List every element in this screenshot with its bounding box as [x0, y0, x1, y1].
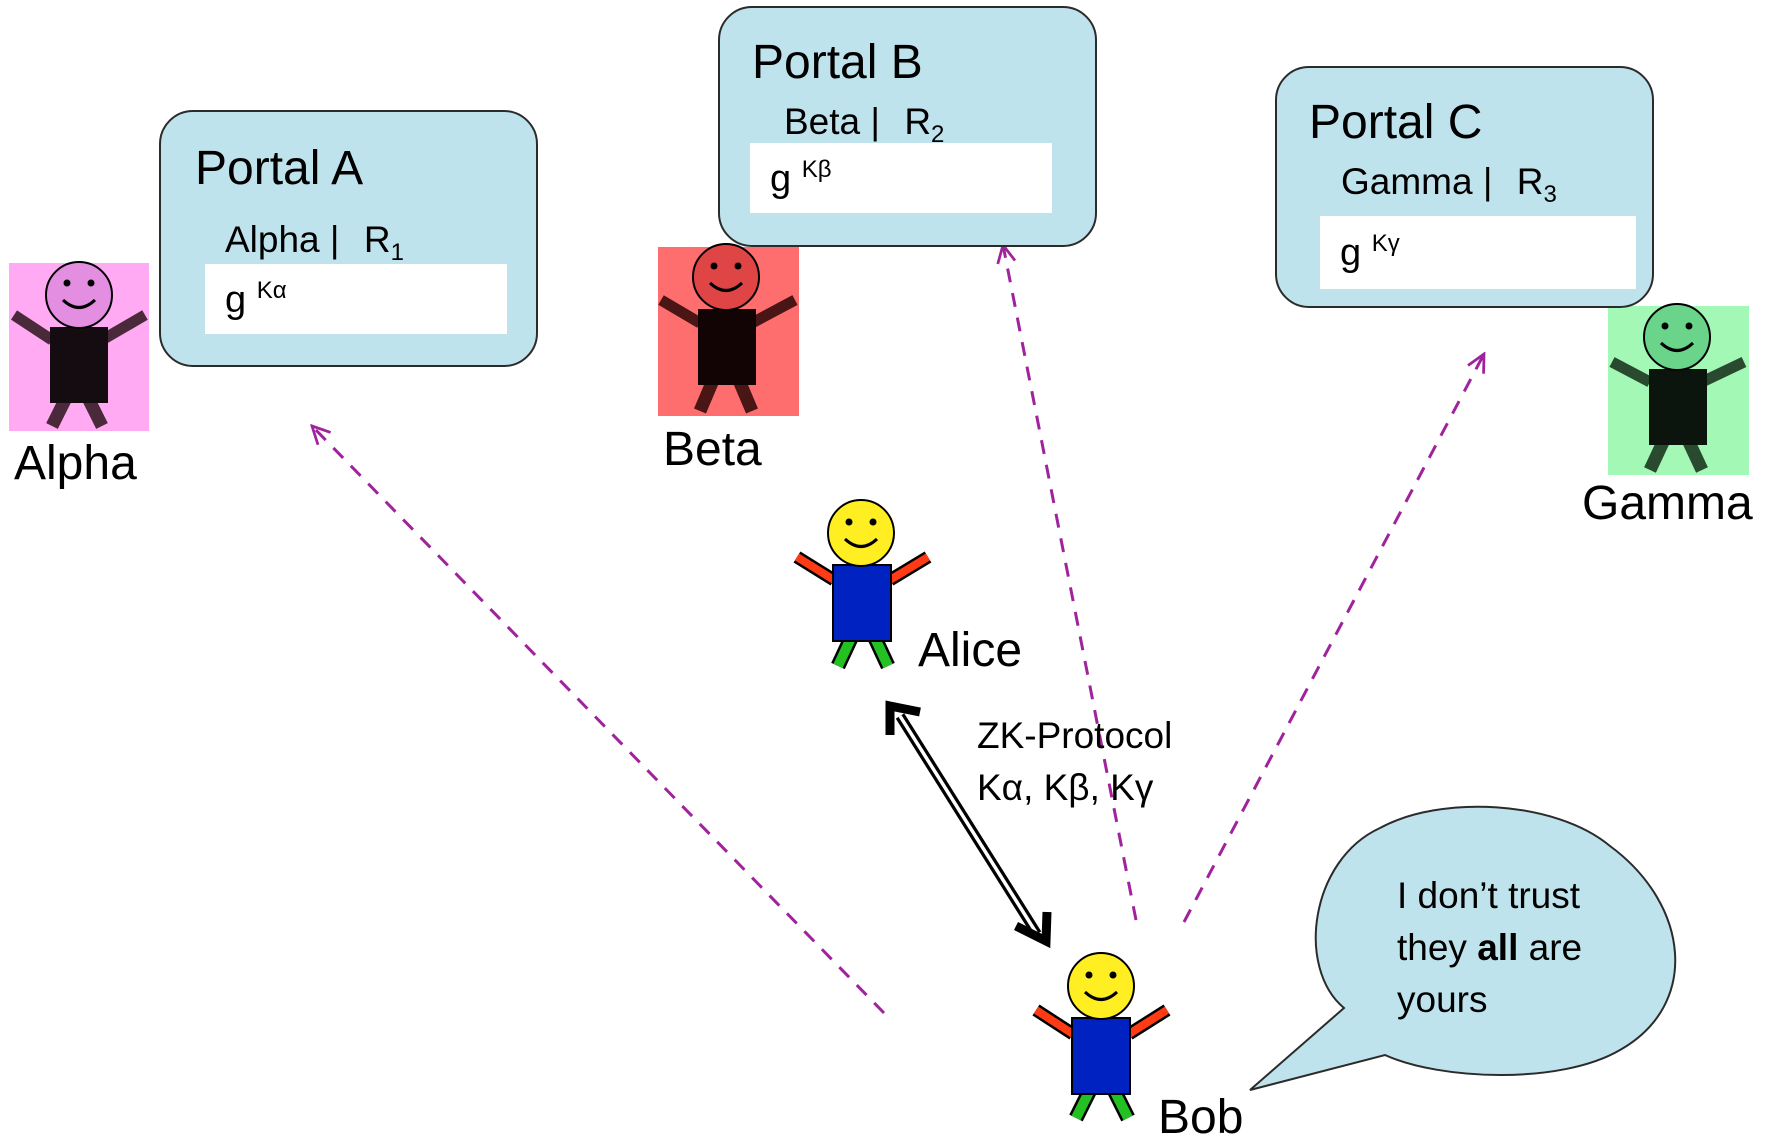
zk-protocol-keys: Kα, Kβ, Kγ [977, 766, 1154, 808]
beta-figure [658, 243, 799, 416]
speech-bubble-text: I don’t trust they all are yours [1397, 870, 1582, 1026]
portal-a-title: Portal A [195, 142, 364, 195]
portal-a-user: Alpha [225, 219, 320, 260]
portal-c-user: Gamma [1341, 161, 1473, 202]
gamma-label: Gamma [1582, 477, 1753, 530]
dashed-arrow-to-portal-a [312, 426, 886, 1015]
beta-label: Beta [663, 423, 762, 476]
portal-a-key: g Kα [225, 279, 287, 321]
zk-protocol-label: ZK-Protocol Kα, Kβ, Kγ [977, 710, 1172, 814]
portal-b-title: Portal B [752, 36, 923, 89]
portal-c-key-exponent: Kγ [1371, 230, 1400, 257]
portal-c: Portal C Gamma | R3 g Kγ [1275, 66, 1654, 308]
portal-b-user-row: Beta | R2 [784, 101, 944, 147]
speech-line-1: I don’t trust [1397, 875, 1581, 916]
bob-label: Bob [1158, 1091, 1244, 1144]
portal-b-key-base: g [770, 158, 792, 200]
portal-c-separator: | [1482, 161, 1493, 202]
portal-a-user-row: Alpha | R1 [225, 219, 404, 265]
speech-line-2-end: are [1518, 927, 1583, 968]
portal-b-user: Beta [784, 101, 861, 142]
dashed-arrow-to-portal-b [1003, 245, 1138, 921]
portal-c-r-subscript: 3 [1543, 181, 1557, 208]
speech-emphasis: all [1477, 927, 1519, 968]
portal-b-separator: | [870, 101, 881, 142]
portal-a-key-field: g Kα [205, 264, 507, 334]
portal-c-key-base: g [1340, 232, 1362, 274]
portal-a-key-exponent: Kα [256, 277, 287, 304]
portal-c-key: g Kγ [1340, 232, 1400, 274]
portal-b-r: R [904, 101, 932, 142]
speech-line-2: they all are [1397, 922, 1582, 974]
portal-c-key-field: g Kγ [1320, 216, 1636, 289]
portal-a-separator: | [329, 219, 340, 260]
gamma-figure [1608, 303, 1749, 475]
portal-c-r: R [1516, 161, 1544, 202]
portal-c-user-row: Gamma | R3 [1341, 161, 1557, 207]
portal-a-key-base: g [225, 279, 247, 321]
speech-bubble [1249, 805, 1677, 1091]
portal-a-r: R [363, 219, 391, 260]
alice-figure [793, 499, 932, 670]
portal-b: Portal B Beta | R2 g Kβ [718, 6, 1097, 247]
bob-figure [1032, 952, 1171, 1122]
speech-line-3: yours [1397, 979, 1488, 1020]
dashed-arrow-to-portal-c [1182, 354, 1484, 923]
portal-a: Portal A Alpha | R1 g Kα [159, 110, 538, 367]
alice-label: Alice [918, 624, 1023, 677]
portal-b-r-subscript: 2 [931, 121, 945, 148]
portal-b-key-field: g Kβ [750, 143, 1052, 213]
zk-protocol-arrow [885, 700, 1052, 949]
portal-c-title: Portal C [1309, 96, 1483, 149]
alpha-label: Alpha [14, 437, 137, 490]
zk-protocol-title: ZK-Protocol [977, 715, 1173, 756]
portal-b-key-exponent: Kβ [801, 156, 832, 183]
portal-b-key: g Kβ [770, 158, 832, 200]
speech-line-2-start: they [1397, 927, 1478, 968]
portal-a-r-subscript: 1 [390, 239, 404, 266]
alpha-figure [9, 261, 149, 431]
